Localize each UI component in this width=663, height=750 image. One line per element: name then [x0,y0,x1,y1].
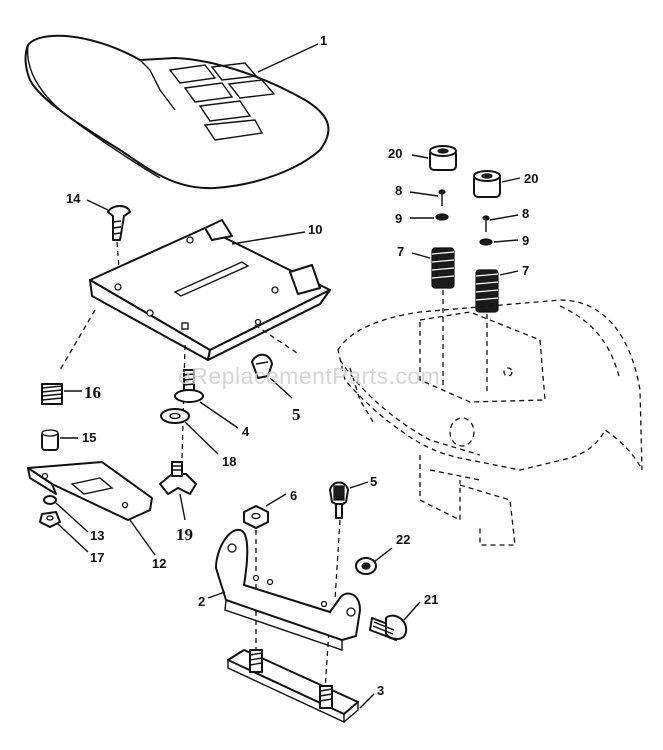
bushing-20-left [429,145,457,171]
callout-16: 16 [84,383,101,402]
fender-reference [337,299,643,546]
leader-17 [57,523,89,553]
watermark: eReplacementParts.com [178,363,440,389]
washer-13 [43,495,57,505]
knob-21 [369,614,408,641]
leader-20a [411,154,429,159]
callout-2: 2 [198,594,205,609]
leader-6 [265,493,287,507]
leader-19 [179,493,186,521]
nut-6 [243,505,269,529]
stud-right [319,685,333,709]
washer-9-left [435,213,449,221]
leader-1 [257,43,319,73]
callout-20a: 20 [388,146,402,161]
leader-21 [403,601,421,621]
callout-13: 13 [90,528,104,543]
seat-pan [89,219,331,361]
spring-16 [41,383,63,405]
leader-20b [501,177,521,183]
callout-7a: 7 [397,244,404,259]
seat [24,34,330,190]
callout-6: 6 [290,488,297,503]
screw-8-left [438,189,446,206]
callout-14: 14 [66,191,81,206]
leader-8b [489,214,519,221]
leader-7b [499,270,519,276]
spring-7-left [431,247,455,289]
bushing-15 [41,429,59,451]
callout-21: 21 [424,592,438,607]
knob-upper [251,353,273,379]
mounting-plate [227,649,359,724]
leader-14 [86,199,109,211]
clip-19 [159,461,197,495]
callout-22: 22 [396,532,410,547]
spring-7-right [475,269,499,313]
leader-12 [129,519,156,556]
screw-8-right [482,215,490,232]
callout-15: 15 [82,430,96,445]
leader-18 [184,421,219,455]
callout-9a: 9 [395,211,402,226]
pivot-bolt [174,369,204,403]
callout-10: 10 [308,222,322,237]
callout-18: 18 [222,454,236,469]
leader-9b [493,239,519,243]
bushing-20-right [473,170,501,198]
carriage-bolt [107,205,131,241]
leader-8a [409,191,439,197]
callout-3: 3 [377,683,384,698]
washer-22 [355,557,377,575]
washer-18 [160,408,190,424]
callout-5a: 5 [292,405,301,424]
leader-10 [231,231,306,245]
bracket [215,528,361,651]
leader-5b [349,481,369,489]
callout-1: 1 [320,33,327,48]
callout-5b: 5 [370,474,377,489]
callout-8b: 8 [522,206,529,221]
callout-9b: 9 [522,233,529,248]
nut-17 [39,511,61,528]
callout-7b: 7 [522,263,529,278]
leader-3 [359,693,375,709]
dash-line [116,241,121,283]
leader-22 [373,547,393,563]
callout-4: 4 [242,424,250,439]
leader-13 [55,502,89,533]
leader-2 [207,591,226,599]
washer-9-right [479,238,493,246]
callout-12: 12 [152,556,166,571]
leader-7a [411,252,431,259]
stud-left [249,649,263,673]
slide-rail [27,461,153,521]
knob-lower [329,481,349,519]
callout-17: 17 [90,550,104,565]
callout-19: 19 [176,525,193,544]
callout-20b: 20 [524,171,538,186]
leader-5a [269,377,293,399]
callout-8a: 8 [395,183,402,198]
leader-4 [199,401,239,429]
